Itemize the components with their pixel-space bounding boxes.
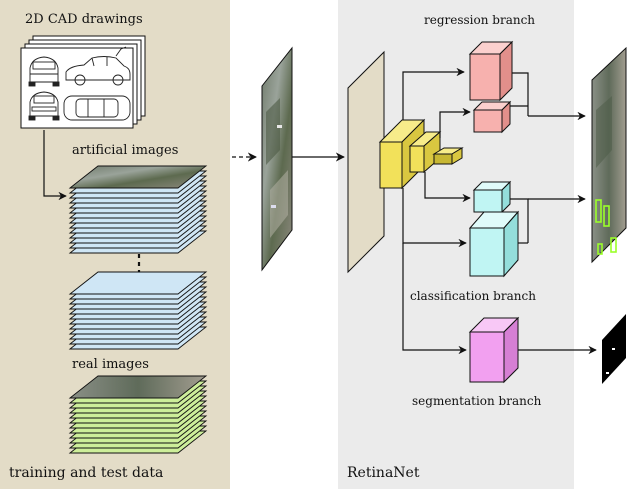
data-panel-caption: training and test data bbox=[9, 465, 163, 481]
detection-box bbox=[597, 243, 603, 255]
backbone-slab bbox=[347, 50, 385, 274]
segmentation-label: segmentation branch bbox=[412, 394, 542, 408]
aerial-image-icon bbox=[261, 46, 293, 272]
branch-connectors bbox=[402, 67, 597, 355]
image-layer bbox=[68, 271, 208, 295]
classification-cubes bbox=[468, 180, 520, 278]
fpn-cubes bbox=[378, 118, 464, 190]
artificial-image-stack bbox=[68, 165, 208, 254]
cad-label: 2D CAD drawings bbox=[25, 12, 143, 27]
real-label: real images bbox=[72, 357, 149, 372]
cad-to-artificial-arrow bbox=[43, 130, 67, 201]
regression-cubes bbox=[468, 40, 514, 134]
network-panel-caption: RetinaNet bbox=[347, 465, 420, 481]
real-image-stack bbox=[68, 375, 208, 454]
detection-box bbox=[603, 205, 610, 227]
detection-box bbox=[595, 199, 602, 223]
artificial-label: artificial images bbox=[72, 143, 178, 158]
artificial-image-stack-lower bbox=[68, 271, 208, 350]
regression-label: regression branch bbox=[424, 13, 535, 27]
car-drawing-icon bbox=[28, 46, 131, 121]
detection-box bbox=[610, 237, 617, 253]
segmentation-mask-icon bbox=[602, 314, 626, 384]
segmentation-cube bbox=[468, 316, 520, 384]
classification-label: classification branch bbox=[410, 289, 536, 303]
detection-output-image bbox=[591, 46, 627, 264]
image-layer bbox=[68, 375, 208, 399]
image-layer bbox=[68, 165, 208, 189]
